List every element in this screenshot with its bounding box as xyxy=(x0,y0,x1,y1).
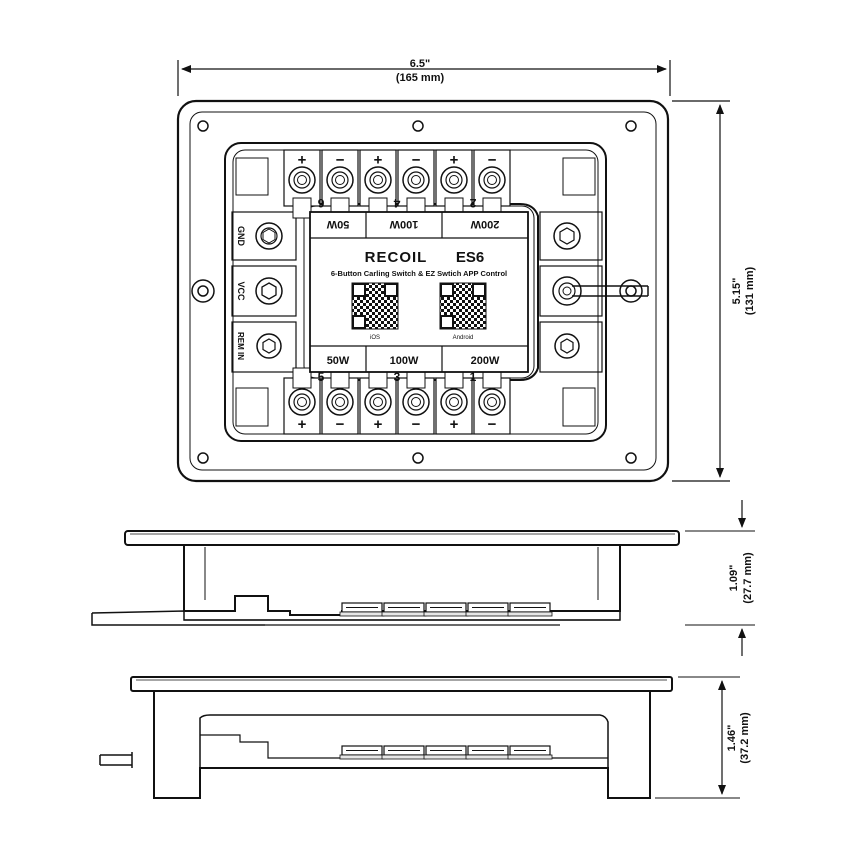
depth1-mm: (27.7 mm) xyxy=(742,552,754,604)
bottom-watt-label: 50W xyxy=(327,355,350,367)
mount-hole xyxy=(412,452,424,464)
channel-number: 3 xyxy=(394,370,401,384)
width-inches: 6.5" xyxy=(410,58,431,70)
polarity-sign: − xyxy=(412,416,421,433)
mount-hole xyxy=(625,120,637,132)
height-mm: (131 mm) xyxy=(744,267,756,316)
polarity-sign: + xyxy=(298,416,307,433)
top-watt-label: 100W xyxy=(389,218,418,230)
terminal-stud: − xyxy=(397,149,435,219)
side-mount-hole xyxy=(191,279,215,303)
side-nut xyxy=(465,602,511,617)
mount-hole xyxy=(625,452,637,464)
side-nut xyxy=(465,745,511,760)
brand-logo: RECOIL xyxy=(365,249,428,266)
polarity-sign: − xyxy=(335,151,344,168)
polarity-sign: + xyxy=(373,151,382,168)
polarity-sign: − xyxy=(336,416,345,433)
side-view-2 xyxy=(99,676,740,799)
side-nut xyxy=(423,745,469,760)
polarity-sign: − xyxy=(411,151,420,168)
channel-number: 1 xyxy=(470,370,477,384)
bottom-terminal-strip: + − + − + − 5 3 1 xyxy=(283,367,511,435)
polarity-sign: − xyxy=(487,151,496,168)
side-nut xyxy=(381,602,427,617)
side-nut xyxy=(339,745,385,760)
terminal-stud: + xyxy=(359,367,397,435)
mount-hole xyxy=(412,120,424,132)
model-name: ES6 xyxy=(456,249,484,266)
channel-number: 4 xyxy=(393,196,400,210)
terminal-stud: − xyxy=(321,367,359,435)
terminal-stud: + xyxy=(283,367,321,435)
side-view-1-nuts xyxy=(339,602,553,617)
mount-hole xyxy=(197,120,209,132)
gnd-label: GND xyxy=(236,226,246,247)
product-description: 6-Button Carling Switch & EZ Swtich APP … xyxy=(331,269,507,278)
terminal-stud: − xyxy=(473,367,511,435)
polarity-sign: + xyxy=(297,151,306,168)
label-plate xyxy=(309,211,529,373)
terminal-stud: + xyxy=(359,149,397,219)
remote-terminal xyxy=(256,333,282,359)
terminal-stud: − xyxy=(321,149,359,219)
terminal-stud: + xyxy=(283,149,321,219)
side-nut xyxy=(507,745,553,760)
mount-hole xyxy=(197,452,209,464)
remote-label: REM IN xyxy=(236,332,245,360)
top-view: GND VCC REM IN + − + − + − 6 4 2 + − + − + − 5 3 1 xyxy=(176,60,730,483)
channel-number: 5 xyxy=(318,370,325,384)
bottom-watt-label: 100W xyxy=(390,355,419,367)
side-mount-hole xyxy=(619,279,643,303)
depth1-inches: 1.09" xyxy=(728,565,740,592)
label-plate-text: 50W 100W 200W RECOIL ES6 6-Button Carlin… xyxy=(326,218,507,367)
right-terminal xyxy=(554,333,580,359)
side-nut xyxy=(423,602,469,617)
side-nut xyxy=(507,602,553,617)
height-inches: 5.15" xyxy=(731,278,743,305)
terminal-stud: − xyxy=(397,367,435,435)
terminal-stud: − xyxy=(473,149,511,219)
side-nut xyxy=(381,745,427,760)
terminal-stud: + xyxy=(435,367,473,435)
outer-flange xyxy=(176,99,670,483)
channel-number: 6 xyxy=(317,196,324,210)
qr-label-android: Android xyxy=(453,335,474,341)
side-view-1 xyxy=(91,500,755,656)
right-terminal-wired xyxy=(552,276,649,306)
top-watt-label: 200W xyxy=(470,218,499,230)
width-mm: (165 mm) xyxy=(396,72,445,84)
depth2-mm: (37.2 mm) xyxy=(739,712,751,764)
polarity-sign: + xyxy=(374,416,383,433)
gnd-terminal xyxy=(255,222,283,250)
side-view-2-nuts xyxy=(339,745,553,760)
top-terminal-strip: + − + − + − 6 4 2 xyxy=(283,149,511,219)
vcc-terminal xyxy=(255,277,283,305)
qr-label-ios: iOS xyxy=(370,335,380,341)
polarity-sign: + xyxy=(450,416,459,433)
channel-number: 2 xyxy=(469,196,476,210)
bottom-watt-label: 200W xyxy=(471,355,500,367)
top-watt-label: 50W xyxy=(326,218,349,230)
inner-housing xyxy=(224,142,607,442)
side-nut xyxy=(339,602,385,617)
depth2-inches: 1.46" xyxy=(726,725,738,752)
polarity-sign: + xyxy=(449,151,458,168)
polarity-sign: − xyxy=(488,416,497,433)
right-terminal xyxy=(553,222,581,250)
vcc-label: VCC xyxy=(236,281,246,301)
terminal-stud: + xyxy=(435,149,473,219)
